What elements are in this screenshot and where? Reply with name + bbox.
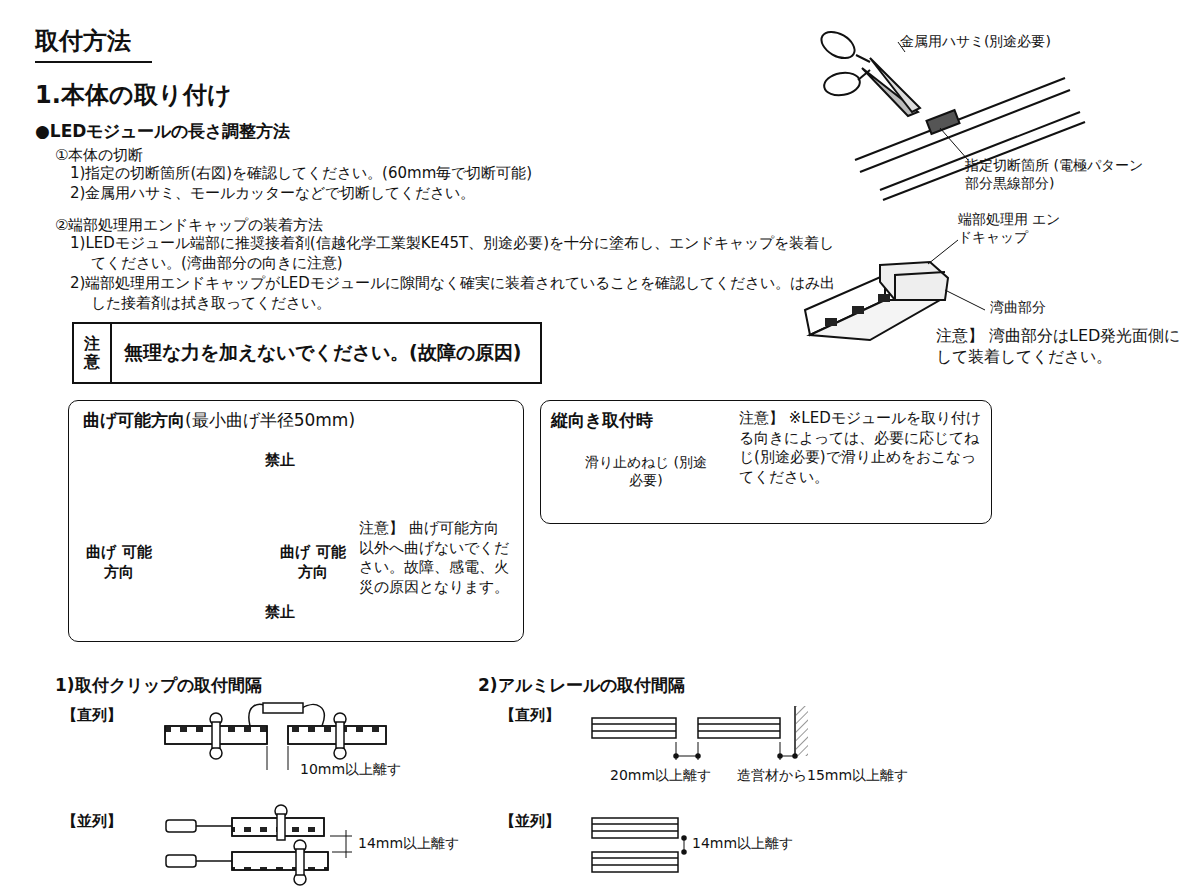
panel-box: 縦向き取付時滑り止めねじ (別途必要) 注意】 ※LEDモジュールを取り付ける向き… xyxy=(540,400,992,524)
note-label: 端部処理用 エンドキャップ xyxy=(958,210,1068,246)
note-label: 1)LEDモジュール端部に推奨接着剤(信越化学工業製KE45T、別途必要)を十分… xyxy=(70,234,836,273)
box-heading: 曲げ可能方向 xyxy=(83,409,185,431)
note-label: 注意】 湾曲部分はLED発光面側にして装着してください。 xyxy=(936,326,1186,368)
box-heading: 縦向き取付時 xyxy=(551,409,653,431)
caution-text: 無理な力を加えないでください。(故障の原因) xyxy=(112,340,533,366)
note-label: 【並列】 xyxy=(62,812,122,832)
caution-tag: 注意 xyxy=(84,335,100,370)
note-label: 造営材から15mm以上離す xyxy=(735,766,910,784)
note-label: ②端部処理用エンドキャップの装着方法 xyxy=(55,216,323,236)
note-label: 1.本体の取り付け xyxy=(35,80,232,111)
note-label: 【直列】 xyxy=(500,706,560,726)
box-text: 注意】 曲げ可能方向以外へ曲げないでください。故障、感電、火災の原因となります。 xyxy=(359,519,509,597)
note-label: 湾曲部分 xyxy=(990,298,1046,316)
note-label: ●LEDモジュールの長さ調整方法 xyxy=(35,120,290,142)
note-label: 2)アルミレールの取付間隔 xyxy=(478,674,685,696)
note-label: 20mm以上離す xyxy=(608,766,713,784)
note-label: 1)指定の切断箇所(右図)を確認してください。(60mm毎で切断可能) xyxy=(70,164,532,184)
box-text: 禁止 xyxy=(265,603,295,623)
note-label: 10mm以上離す xyxy=(298,760,403,778)
note-label: 2)端部処理用エンドキャップがLEDモジュールに隙間なく確実に装着されていること… xyxy=(70,274,836,313)
page-title: 取付方法 xyxy=(35,26,131,57)
note-label: 指定切断箇所 (電極パターン部分黒線部分) xyxy=(965,156,1155,192)
clip-parallel xyxy=(166,805,352,885)
box-text: (最小曲げ半径50mm) xyxy=(185,409,355,431)
box-text: 注意】 ※LEDモジュールを取り付ける向きによっては、必要に応じてねじ(別途必要… xyxy=(739,409,984,487)
note-label: 1)取付クリップの取付間隔 xyxy=(55,674,262,696)
panel-box: 注意無理な力を加えないでください。(故障の原因) xyxy=(72,322,542,384)
aluminium-rails xyxy=(592,706,808,872)
note-label: 金属用ハサミ(別途必要) xyxy=(900,32,1051,50)
note-label: ①本体の切断 xyxy=(55,146,143,166)
note-label: 14mm以上離す xyxy=(358,834,459,852)
caution-cell: 注意 xyxy=(74,324,112,382)
note-label: 2)金属用ハサミ、モールカッターなどで切断してください。 xyxy=(70,184,475,204)
note-label: 【直列】 xyxy=(62,706,122,726)
note-label: 【並列】 xyxy=(500,812,560,832)
box-text: 滑り止めねじ (別途必要) xyxy=(581,453,711,489)
box-text: 曲げ 可能方向 xyxy=(277,543,349,582)
box-text: 曲げ 可能方向 xyxy=(83,543,155,582)
panel-box: 曲げ可能方向(最小曲げ半径50mm)禁止禁止曲げ 可能方向曲げ 可能方向注意】 … xyxy=(68,400,524,642)
note-label: 14mm以上離す xyxy=(692,834,793,852)
scissors xyxy=(817,26,1085,200)
box-text: 禁止 xyxy=(265,451,295,471)
